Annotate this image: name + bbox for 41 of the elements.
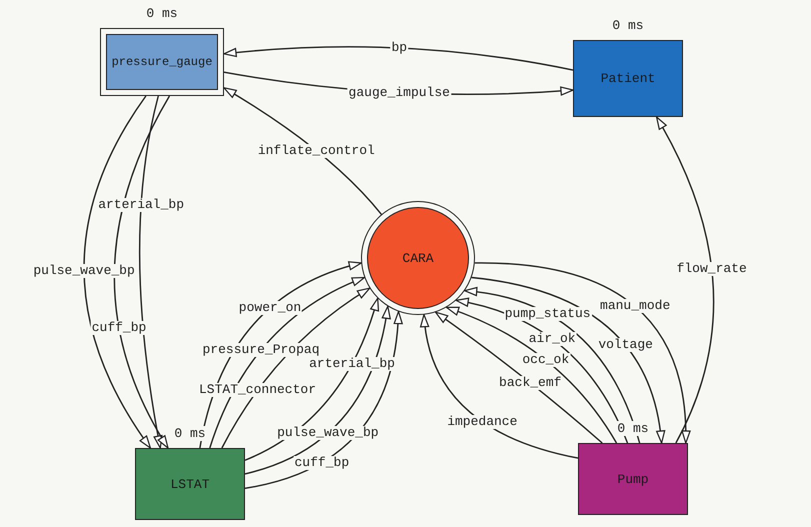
edge-label: pump_status xyxy=(504,306,592,321)
state-box xyxy=(578,443,688,515)
arrow xyxy=(83,96,151,449)
edge-label: cuff_bp xyxy=(294,456,350,470)
state-box xyxy=(100,28,224,96)
arrow xyxy=(471,276,665,444)
node-label: Patient xyxy=(600,71,656,86)
node-label: pressure_gauge xyxy=(112,55,212,69)
edge-label: manu_mode xyxy=(599,299,672,314)
edge-label: LSTAT_connector xyxy=(198,383,318,398)
state-box xyxy=(135,448,245,520)
edge-label: pulse_wave_bp xyxy=(32,264,136,278)
node-label: CARA xyxy=(402,250,434,266)
state-box xyxy=(573,40,683,117)
node-label: LSTAT xyxy=(170,476,210,492)
edge-label: occ_ok xyxy=(521,353,570,368)
arrow xyxy=(656,116,714,444)
edge-label: air_ok xyxy=(528,332,577,346)
arrow xyxy=(223,46,574,71)
edge-label: flow_rate xyxy=(676,262,748,276)
arrow xyxy=(420,314,578,459)
edge-label: impedance xyxy=(446,414,518,429)
edge-label: bp xyxy=(390,40,408,55)
edge-label: gauge_impulse xyxy=(348,86,451,100)
arrow xyxy=(435,312,603,444)
edge-label: cuff_bp xyxy=(90,321,148,336)
edge-label: voltage xyxy=(597,338,654,352)
edge-label: arterial_bp xyxy=(97,198,186,212)
edge-label: inflate_control xyxy=(256,144,376,158)
edge-label: arterial_bp xyxy=(308,356,396,371)
arrow xyxy=(114,96,170,449)
timing-label: 0 ms xyxy=(172,426,208,441)
edge-label: pulse_wave_bp xyxy=(276,426,380,440)
arrow xyxy=(223,87,382,215)
arrow xyxy=(446,306,618,444)
arrow xyxy=(474,262,690,444)
edge-label: pressure_Propaq xyxy=(201,343,321,358)
node-label: Pump xyxy=(617,472,649,486)
edge-label: back_emf xyxy=(498,376,562,390)
edge-label: power_on xyxy=(238,300,302,315)
arrow xyxy=(138,96,163,449)
